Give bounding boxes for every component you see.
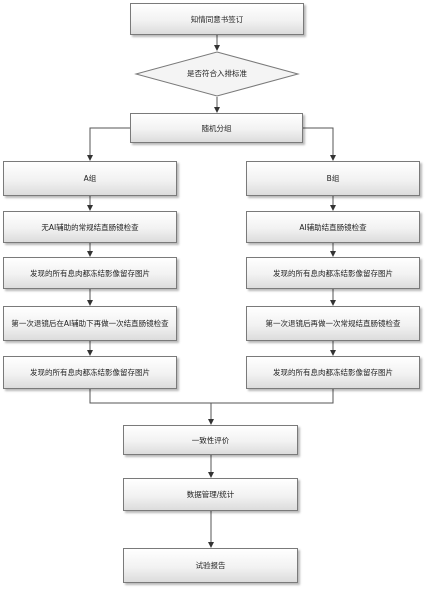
group-b-step2-node: 发现的所有息肉都冻结影像留存图片 [246, 257, 420, 289]
group-b-step1-label: AI辅助结直肠镜检查 [299, 222, 367, 232]
data-management-node: 数据管理/统计 [123, 478, 298, 511]
group-b-step3-node: 第一次退镜后再做一次常规结直肠镜检查 [246, 306, 420, 341]
report-label: 试验报告 [195, 561, 226, 570]
group-a-step3-node: 第一次退镜后在AI辅助下再做一次结直肠镜检查 [3, 306, 177, 341]
group-b-step3-label: 第一次退镜后再做一次常规结直肠镜检查 [265, 319, 401, 328]
group-b-node: B组 [246, 161, 420, 196]
consent-node: 知情同意书签订 [130, 3, 304, 35]
decision-diamond-shape [134, 51, 300, 97]
group-a-step4-label: 发现的所有息肉都冻结影像留存图片 [30, 368, 150, 377]
group-a-label: A组 [83, 174, 97, 183]
group-b-step4-label: 发现的所有息肉都冻结影像留存图片 [273, 368, 393, 377]
group-a-step2-node: 发现的所有息肉都冻结影像留存图片 [3, 257, 177, 289]
group-a-step2-label: 发现的所有息肉都冻结影像留存图片 [30, 268, 150, 278]
group-a-step1-label: 无AI辅助的常规结直肠镜检查 [41, 222, 139, 232]
group-a-step1-node: 无AI辅助的常规结直肠镜检查 [3, 211, 177, 243]
group-a-step3-label: 第一次退镜后在AI辅助下再做一次结直肠镜检查 [11, 319, 169, 328]
decision-label: 是否符合入排标准 [187, 68, 247, 78]
randomize-node: 随机分组 [130, 113, 303, 143]
group-a-step4-node: 发现的所有息肉都冻结影像留存图片 [3, 356, 177, 389]
consent-label: 知情同意书签订 [190, 14, 244, 24]
group-b-label: B组 [326, 174, 340, 183]
group-a-node: A组 [3, 161, 177, 196]
group-b-step2-label: 发现的所有息肉都冻结影像留存图片 [273, 268, 393, 278]
group-b-step4-node: 发现的所有息肉都冻结影像留存图片 [246, 356, 420, 389]
consistency-label: 一致性评价 [191, 435, 230, 445]
group-b-step1-node: AI辅助结直肠镜检查 [246, 211, 420, 243]
report-node: 试验报告 [123, 548, 298, 583]
decision-node: 是否符合入排标准 [137, 63, 297, 83]
data-management-label: 数据管理/统计 [186, 490, 235, 499]
consistency-node: 一致性评价 [123, 425, 298, 455]
randomize-label: 随机分组 [201, 123, 232, 133]
